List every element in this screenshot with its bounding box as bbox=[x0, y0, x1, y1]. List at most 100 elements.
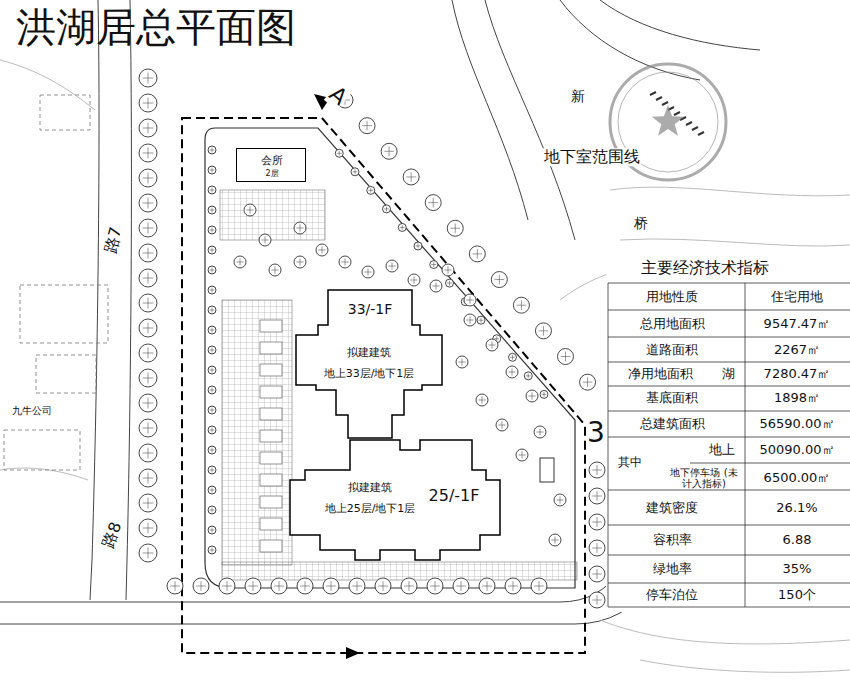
hatch-mark bbox=[698, 132, 704, 135]
tree-mark bbox=[430, 581, 440, 591]
tree-crown bbox=[486, 339, 498, 351]
tree-crown bbox=[349, 578, 365, 594]
table-ground bbox=[606, 252, 850, 612]
tree-symbol bbox=[540, 390, 548, 398]
tree-mark bbox=[561, 352, 571, 362]
tree-symbol bbox=[167, 578, 183, 594]
tree-crown bbox=[269, 264, 281, 276]
table-cell: 主要经济技术指标 bbox=[640, 259, 770, 277]
tree-crown bbox=[139, 69, 157, 87]
tree-mark bbox=[362, 121, 372, 131]
tree-mark bbox=[210, 448, 215, 453]
table-rule bbox=[608, 411, 850, 412]
table-rule bbox=[608, 283, 850, 284]
tree-crown bbox=[245, 578, 261, 594]
hatch-mark bbox=[686, 122, 692, 125]
building-label: 拟建建筑 bbox=[347, 347, 391, 359]
tree-symbol bbox=[408, 274, 420, 286]
table-cell: 用地性质 bbox=[645, 290, 699, 304]
building-outline-path bbox=[290, 440, 500, 560]
tree-crown bbox=[294, 256, 306, 268]
road-edge bbox=[90, 0, 99, 600]
tree-crown bbox=[219, 578, 235, 594]
tree-mark bbox=[536, 428, 543, 435]
parking-stall bbox=[260, 408, 282, 420]
tree-symbol bbox=[245, 578, 261, 594]
hatch-mark bbox=[692, 127, 698, 130]
tree-symbol bbox=[505, 578, 521, 594]
tree-symbol bbox=[589, 462, 605, 478]
tree-crown bbox=[554, 494, 566, 506]
table-cell: 7280.47㎡ bbox=[763, 367, 832, 381]
tree-crown bbox=[139, 519, 157, 537]
table-cell: 道路面积 bbox=[645, 343, 699, 357]
hatch-mark bbox=[674, 112, 680, 115]
tree-mark bbox=[508, 368, 515, 375]
tree-mark bbox=[384, 207, 389, 212]
tree-symbol bbox=[139, 419, 157, 437]
tree-crown bbox=[208, 206, 216, 214]
tree-mark bbox=[592, 517, 602, 527]
tree-symbol bbox=[509, 353, 517, 361]
tree-mark bbox=[551, 536, 558, 543]
tree-mark bbox=[143, 98, 154, 109]
tree-mark bbox=[444, 266, 451, 273]
tree-symbol bbox=[139, 469, 157, 487]
tree-crown bbox=[139, 244, 157, 262]
tree-crown bbox=[516, 449, 528, 461]
tree-mark bbox=[222, 581, 232, 591]
tree-symbol bbox=[139, 269, 157, 287]
tree-symbol bbox=[139, 319, 157, 337]
tree-symbol bbox=[316, 244, 328, 256]
tree-symbol bbox=[427, 578, 443, 594]
tree-mark bbox=[210, 528, 215, 533]
tree-crown bbox=[476, 394, 488, 406]
tree-crown bbox=[535, 323, 551, 339]
tree-symbol bbox=[244, 204, 256, 216]
tree-crown bbox=[139, 419, 157, 437]
tree-symbol bbox=[477, 316, 485, 324]
tree-symbol bbox=[139, 219, 157, 237]
tree-mark bbox=[210, 348, 215, 353]
tree-mark bbox=[246, 206, 253, 213]
tree-symbol bbox=[139, 94, 157, 112]
tree-mark bbox=[352, 581, 362, 591]
clubhouse-box: 会所2层 bbox=[236, 148, 306, 182]
tree-mark bbox=[143, 173, 154, 184]
tree-mark bbox=[488, 341, 495, 348]
contour-line bbox=[640, 660, 850, 672]
tree-mark bbox=[534, 581, 544, 591]
map-label: 桥 bbox=[633, 216, 649, 231]
tree-crown bbox=[139, 144, 157, 162]
tree-symbol bbox=[335, 149, 343, 157]
tree-mark bbox=[510, 355, 515, 360]
tree-mark bbox=[458, 358, 465, 365]
tree-symbol bbox=[398, 223, 406, 231]
tree-symbol bbox=[271, 578, 287, 594]
tree-symbol bbox=[219, 578, 235, 594]
tree-symbol bbox=[534, 426, 546, 438]
tree-crown bbox=[294, 222, 306, 234]
tree-crown bbox=[208, 546, 216, 554]
road-edge bbox=[485, 0, 575, 240]
plaza-paving bbox=[220, 190, 325, 240]
tree-crown bbox=[403, 169, 419, 185]
tree-symbol bbox=[208, 206, 216, 214]
parking-stall bbox=[260, 320, 282, 332]
tree-crown bbox=[491, 272, 507, 288]
tree-mark bbox=[210, 548, 215, 553]
table-cell: 6.88 bbox=[782, 533, 813, 547]
tree-crown bbox=[139, 194, 157, 212]
paving-area bbox=[222, 562, 577, 580]
table-cell: 容积率 bbox=[652, 533, 693, 547]
hatch-mark bbox=[650, 92, 656, 95]
tree-mark bbox=[428, 198, 438, 208]
tree-symbol bbox=[464, 314, 476, 326]
tree-mark bbox=[210, 468, 215, 473]
tree-symbol bbox=[442, 264, 454, 276]
tree-symbol bbox=[351, 168, 359, 176]
tree-crown bbox=[589, 514, 605, 530]
table-cell: 总建筑面积 bbox=[639, 417, 706, 431]
tree-crown bbox=[139, 344, 157, 362]
tree-symbol bbox=[479, 578, 495, 594]
